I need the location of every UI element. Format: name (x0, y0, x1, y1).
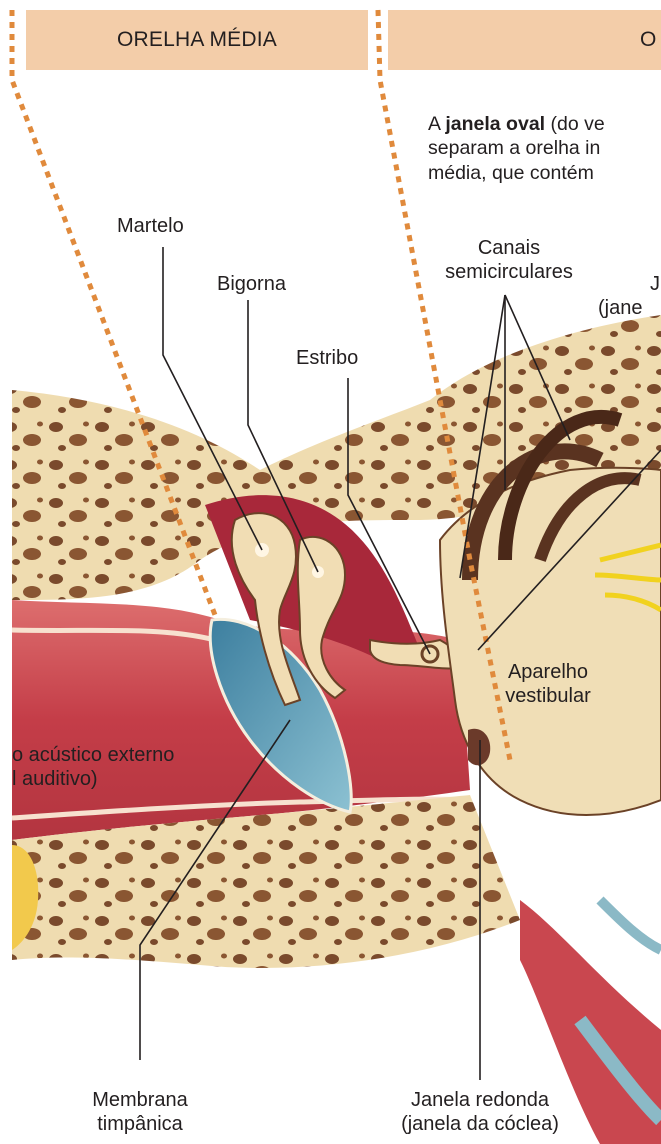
label-meato-line1: o acústico externo (12, 743, 174, 767)
label-janela-redonda-line1: Janela redonda (370, 1088, 590, 1112)
label-canais-line2: semicirculares (425, 260, 593, 284)
label-janela-redonda-line2: (janela da cóclea) (370, 1112, 590, 1136)
label-meato-line2: l auditivo) (12, 767, 174, 791)
label-canais-line1: Canais (425, 236, 593, 260)
label-janela-oval-line2: (jane (598, 296, 661, 320)
label-aparelho-line2: vestibular (484, 684, 612, 708)
label-bigorna: Bigorna (217, 272, 286, 296)
label-membrana-line1: Membrana (70, 1088, 210, 1112)
label-janela-redonda: Janela redonda (janela da cóclea) (370, 1088, 590, 1136)
label-aparelho-line1: Aparelho (484, 660, 612, 684)
label-estribo: Estribo (296, 346, 358, 370)
label-aparelho-vestibular: Aparelho vestibular (484, 660, 612, 708)
label-martelo: Martelo (117, 214, 184, 238)
label-janela-oval-partial: J (jane (598, 272, 661, 320)
label-canais-semicirculares: Canais semicirculares (425, 236, 593, 284)
cochlear-nerve-strip-2 (600, 900, 661, 950)
label-janela-oval-line1: J (598, 272, 661, 296)
label-membrana-line2: timpânica (70, 1112, 210, 1136)
label-membrana-timpanica: Membrana timpânica (70, 1088, 210, 1136)
label-meato-acustico: o acústico externo l auditivo) (12, 743, 174, 791)
